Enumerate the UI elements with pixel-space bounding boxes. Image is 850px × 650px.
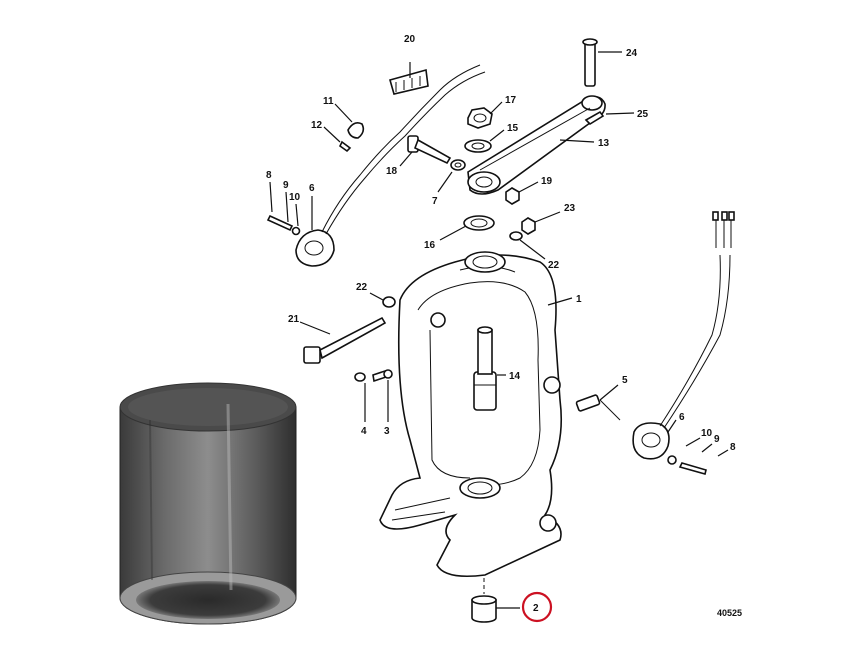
bolt-18 bbox=[407, 135, 466, 171]
cotter-pin-25 bbox=[584, 110, 605, 126]
cable-clip-11 bbox=[347, 122, 365, 139]
callout-9-right: 9 bbox=[714, 434, 720, 445]
callout-4: 4 bbox=[361, 426, 367, 437]
swivel-bracket bbox=[379, 251, 563, 578]
leader-lines bbox=[269, 51, 729, 609]
bolt-21 bbox=[303, 316, 387, 364]
callout-1: 1 bbox=[576, 294, 582, 305]
callout-18: 18 bbox=[386, 166, 398, 177]
callout-22-upper: 22 bbox=[548, 260, 560, 271]
callout-20: 20 bbox=[404, 34, 416, 45]
washer-16 bbox=[463, 215, 495, 231]
callout-25: 25 bbox=[637, 109, 649, 120]
callout-16: 16 bbox=[424, 240, 436, 251]
callout-6-left: 6 bbox=[309, 183, 315, 194]
nut-23 bbox=[521, 217, 536, 235]
trim-sender-right bbox=[632, 211, 735, 460]
callout-10-left: 10 bbox=[289, 192, 301, 203]
screw-5 bbox=[575, 394, 621, 421]
callout-19: 19 bbox=[541, 176, 553, 187]
screw-3 bbox=[372, 369, 393, 383]
callout-22-left: 22 bbox=[356, 282, 368, 293]
callout-12: 12 bbox=[311, 120, 323, 131]
callout-8-left: 8 bbox=[266, 170, 272, 181]
callout-21: 21 bbox=[288, 314, 300, 325]
callout-14: 14 bbox=[509, 371, 521, 382]
screw-8-right bbox=[667, 455, 707, 475]
callout-11: 11 bbox=[323, 96, 334, 107]
nut-19 bbox=[505, 187, 520, 205]
callout-8-right: 8 bbox=[730, 442, 736, 453]
washer-15 bbox=[464, 139, 492, 153]
callout-17: 17 bbox=[505, 95, 517, 106]
washer-22-upper bbox=[509, 231, 523, 241]
trim-sender-left bbox=[295, 64, 486, 267]
highlighted-callout-2: 2 bbox=[521, 591, 553, 623]
callout-15: 15 bbox=[507, 123, 519, 134]
callout-13: 13 bbox=[598, 138, 610, 149]
callout-10-right: 10 bbox=[701, 428, 713, 439]
swivel-pin-14 bbox=[473, 326, 497, 411]
screw-8-left bbox=[266, 214, 301, 236]
callout-9-left: 9 bbox=[283, 180, 289, 191]
bushing-2 bbox=[471, 595, 497, 623]
callout-2: 2 bbox=[533, 603, 539, 614]
callout-5: 5 bbox=[622, 375, 628, 386]
pin-24 bbox=[582, 38, 598, 87]
washer-22-left bbox=[382, 296, 396, 308]
drawing-number: 40525 bbox=[717, 608, 742, 618]
terminal-20 bbox=[389, 68, 429, 95]
callout-3: 3 bbox=[384, 426, 390, 437]
callout-7: 7 bbox=[432, 196, 438, 207]
nut-17 bbox=[467, 107, 493, 129]
callout-23: 23 bbox=[564, 203, 576, 214]
callout-6-right: 6 bbox=[679, 412, 685, 423]
callout-labels: 1 3 4 5 6 6 7 8 8 9 9 10 10 11 12 13 14 … bbox=[266, 34, 736, 453]
callout-24: 24 bbox=[626, 48, 638, 59]
bushing-photo bbox=[119, 382, 297, 625]
washer-4 bbox=[354, 372, 366, 382]
screw-12 bbox=[338, 140, 352, 153]
